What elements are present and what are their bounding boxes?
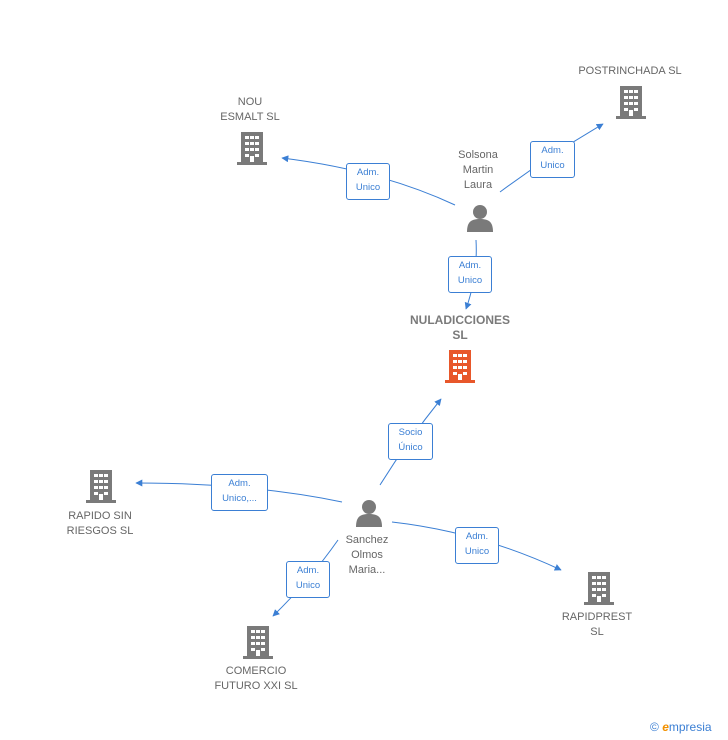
node-label-nou-esmalt[interactable]: NOU ESMALT SL — [220, 96, 280, 123]
empresia-brand[interactable]: © empresia — [650, 720, 712, 734]
edge-label-solsona-postrinchada[interactable]: Adm.Unico — [530, 141, 575, 178]
brand-name: mpresia — [668, 720, 712, 734]
node-label-comercio[interactable]: COMERCIO FUTURO XXI SL — [214, 665, 298, 692]
building-icon-nou-esmalt[interactable] — [237, 132, 267, 165]
person-icon-solsona[interactable] — [467, 205, 493, 232]
node-label-rapidprest[interactable]: RAPIDPREST SL — [561, 611, 633, 638]
edge-label-sanchez-rapido[interactable]: Adm.Unico,... — [211, 474, 268, 511]
building-icon-comercio[interactable] — [243, 626, 273, 659]
node-label-solsona[interactable]: Solsona Martin Laura — [458, 149, 498, 191]
building-icon-rapidprest[interactable] — [584, 572, 614, 605]
person-icon-sanchez[interactable] — [356, 500, 382, 527]
brand-logo-e: e — [662, 720, 669, 734]
edge-label-solsona-nuladicciones[interactable]: Adm.Unico — [448, 256, 492, 293]
node-label-sanchez[interactable]: Sanchez Olmos Maria... — [345, 534, 389, 576]
node-label-nuladicciones[interactable]: NULADICCIONES SL — [409, 313, 510, 342]
building-icon-rapido[interactable] — [86, 470, 116, 503]
edge-label-sanchez-rapidprest[interactable]: Adm.Unico — [455, 527, 499, 564]
copyright-icon: © — [650, 720, 659, 734]
building-icon-nuladicciones[interactable] — [445, 350, 475, 383]
node-label-postrinchada[interactable]: POSTRINCHADA SL — [578, 65, 682, 77]
edge-label-solsona-nou[interactable]: Adm.Unico — [346, 163, 390, 200]
building-icon-postrinchada[interactable] — [616, 86, 646, 119]
edge-label-sanchez-comercio[interactable]: Adm.Unico — [286, 561, 330, 598]
node-label-rapido[interactable]: RAPIDO SIN RIESGOS SL — [66, 510, 134, 537]
